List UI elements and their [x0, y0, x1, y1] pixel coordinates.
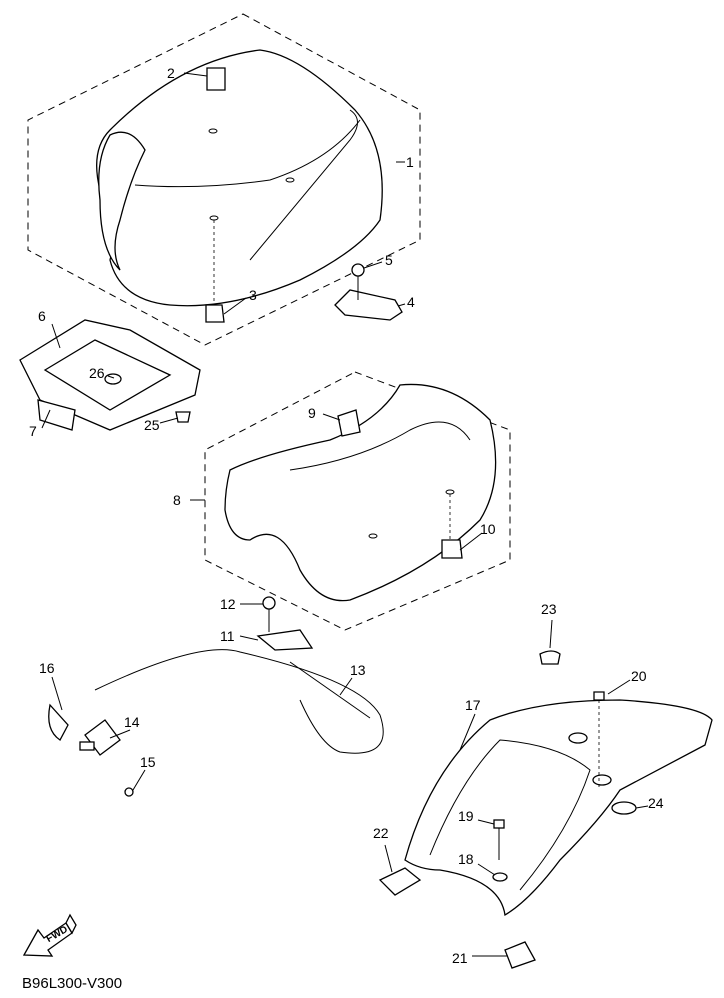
callout-10: 10 [480, 521, 496, 537]
callout-4: 4 [407, 294, 415, 310]
diagram-code: B96L300-V300 [22, 975, 123, 992]
callout-16: 16 [39, 660, 55, 676]
lock-14 [48, 703, 134, 797]
callout-13: 13 [350, 662, 366, 678]
callout-8: 8 [173, 492, 181, 508]
part-25-damper [175, 411, 191, 423]
callout-7: 7 [29, 423, 37, 439]
callout-23: 23 [541, 601, 557, 617]
callout-2: 2 [167, 65, 175, 81]
callout-9: 9 [308, 405, 316, 421]
seat-assembly-boundary [27, 13, 421, 346]
callout-26: 26 [89, 365, 105, 381]
grab-bar-17 [378, 650, 713, 969]
part-7-lock [37, 399, 76, 431]
part-21-pad [504, 941, 536, 969]
callout-5: 5 [385, 252, 393, 268]
callout-19: 19 [458, 808, 474, 824]
part-23-grommet [539, 650, 561, 665]
bracket-11 [256, 596, 314, 651]
leader-lines [41, 72, 649, 957]
part-26-grommet [104, 373, 122, 385]
callout-21: 21 [452, 950, 468, 966]
rear-seat-boundary [204, 371, 511, 631]
callout-6: 6 [38, 308, 46, 324]
callout-18: 18 [458, 851, 474, 867]
bracket-4 [334, 263, 403, 321]
part-24-washer [611, 801, 637, 815]
callout-20: 20 [631, 668, 647, 684]
callout-22: 22 [373, 825, 389, 841]
part-10-damper [441, 539, 463, 559]
callout-15: 15 [140, 754, 156, 770]
part-3-damper [205, 304, 225, 323]
callout-25: 25 [144, 417, 160, 433]
callout-14: 14 [124, 714, 140, 730]
seat-frame-6 [19, 319, 201, 431]
seat-rear [224, 383, 497, 602]
callout-3: 3 [249, 287, 257, 303]
part-2-tape [206, 67, 226, 91]
seat-front [96, 49, 383, 323]
callout-12: 12 [220, 596, 236, 612]
callout-17: 17 [465, 697, 481, 713]
part-22-pad [378, 867, 422, 896]
callout-11: 11 [220, 628, 235, 644]
fwd-arrow-icon [22, 913, 77, 957]
callout-1: 1 [406, 154, 414, 170]
part-13-cable [94, 649, 384, 754]
callout-24: 24 [648, 795, 664, 811]
part-9-tape [337, 409, 361, 437]
